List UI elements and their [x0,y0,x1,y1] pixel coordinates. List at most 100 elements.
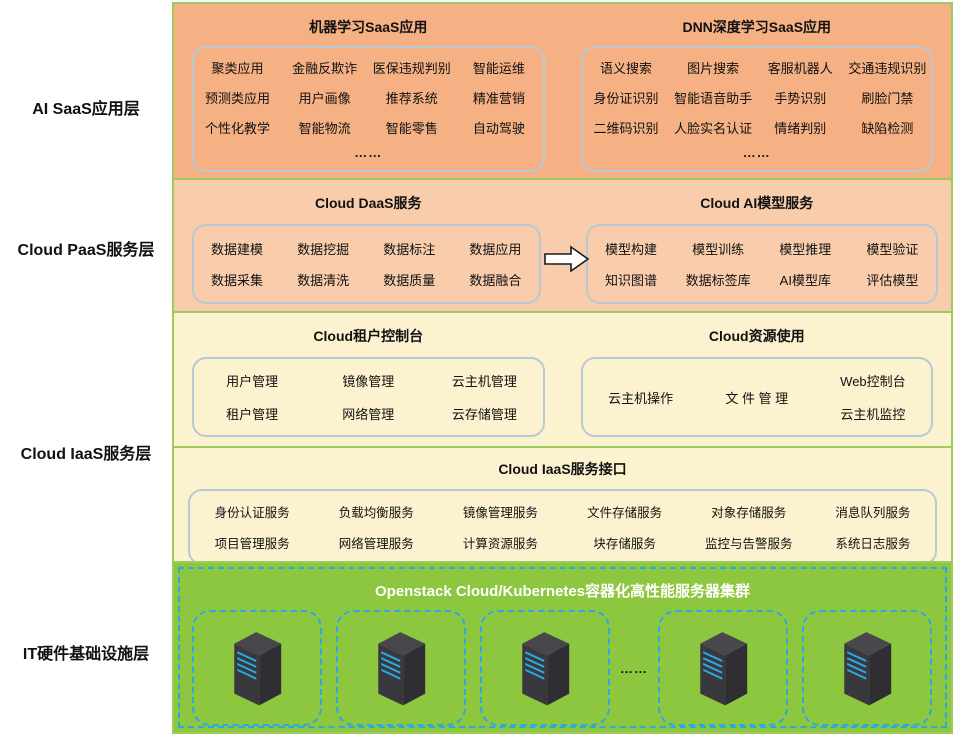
server-icon [234,632,282,706]
app-item: 交通违规识别 [848,61,927,76]
app-item: 聚类应用 [211,61,264,76]
service-item: 数据融合 [469,273,522,289]
service-item: 模型验证 [866,241,919,257]
section-iaas-api: Cloud IaaS服务接口 身份认证服务 负载均衡服务 镜像管理服务 文件存储… [172,446,953,565]
ellipsis-label: …… [620,660,648,676]
section-hardware: Openstack Cloud/Kubernetes容器化高性能服务器集群 [172,561,953,734]
layer-label-cloud-paas: Cloud PaaS服务层 [17,242,155,259]
service-item: 云主机管理 [451,374,517,389]
service-item: 云存储管理 [451,407,517,422]
app-item: 语义搜索 [600,61,653,76]
service-item: 模型训练 [692,241,745,257]
app-item: 缺陷检测 [861,121,914,136]
service-item: 数据清洗 [297,273,350,289]
service-item: 用户管理 [226,374,279,389]
daas-group: Cloud DaaS服务 数据建模 数据挖掘 数据标注 数据应用 数据采集 数据… [174,180,563,311]
tenant-console-title: Cloud租户控制台 [313,328,424,344]
app-item: 自动驾驶 [472,121,525,136]
ai-model-items-row1: 模型构建 模型训练 模型推理 模型验证 [588,239,937,258]
ai-model-items-row2: 知识图谱 数据标签库 AI模型库 评估模型 [588,270,937,289]
dnn-saas-title: DNN深度学习SaaS应用 [682,19,832,35]
service-item: 系统日志服务 [835,537,911,551]
app-item: 智能运维 [472,61,525,76]
dnn-saas-box: 语义搜索 图片搜索 客服机器人 交通违规识别 身份证识别 智能语音助手 手势识别… [580,46,933,172]
ml-saas-box: 聚类应用 金融反欺诈 医保违规判别 智能运维 预测类应用 用户画像 推荐系统 精… [192,46,545,172]
server-slot [658,610,788,726]
hardware-cluster-title: Openstack Cloud/Kubernetes容器化高性能服务器集群 [374,583,751,600]
service-item: 网络管理服务 [338,537,414,551]
service-item: 镜像管理服务 [462,506,538,520]
iaas-api-box: 身份认证服务 负载均衡服务 镜像管理服务 文件存储服务 对象存储服务 消息队列服… [188,489,937,565]
resource-usage-box: 云主机操作 文 件 管 理 Web控制台 云主机监控 [580,357,933,437]
app-item: 预测类应用 [205,91,271,106]
server-icon [700,632,748,706]
ai-model-group: Cloud AI模型服务 模型构建 模型训练 模型推理 模型验证 知识图谱 数据… [563,180,952,311]
app-item: 医保违规判别 [372,61,451,76]
app-item: 图片搜索 [687,61,740,76]
app-item: 情绪判别 [774,121,827,136]
server-slot [192,610,322,726]
server-slot [336,610,466,726]
app-item: 智能语音助手 [674,91,753,106]
app-item: 客服机器人 [767,61,833,76]
daas-items-row2: 数据采集 数据清洗 数据质量 数据融合 [194,270,539,289]
flow-arrow-icon [543,244,591,274]
service-item: 数据挖掘 [297,241,350,257]
iaas-api-items: 身份认证服务 负载均衡服务 镜像管理服务 文件存储服务 对象存储服务 消息队列服… [190,491,935,563]
service-item: AI模型库 [779,273,831,289]
service-item: 计算资源服务 [462,537,538,551]
ellipsis-label: …… [354,145,383,160]
service-item: 知识图谱 [605,273,658,289]
app-item: 人脸实名认证 [674,121,753,136]
service-item: 数据采集 [211,273,264,289]
server-icon [844,632,892,706]
service-item: 云主机操作 [608,390,674,406]
service-item: 对象存储服务 [711,506,787,520]
app-item: 二维码识别 [593,121,659,136]
service-item: 模型构建 [605,241,658,257]
service-item: 数据应用 [469,241,522,257]
iaas-api-title: Cloud IaaS服务接口 [498,461,627,477]
service-item: 监控与告警服务 [704,537,793,551]
app-item: 个性化教学 [205,121,271,136]
diagram-body: 机器学习SaaS应用 聚类应用 金融反欺诈 医保违规判别 智能运维 预测类应用 … [172,2,953,734]
daas-box: 数据建模 数据挖掘 数据标注 数据应用 数据采集 数据清洗 数据质量 数据融合 [192,224,541,304]
resource-usage-items: 云主机操作 文 件 管 理 Web控制台 云主机监控 [583,359,932,435]
dnn-saas-group: DNN深度学习SaaS应用 语义搜索 图片搜索 客服机器人 交通违规识别 身份证… [563,4,952,178]
app-item: 智能物流 [298,121,351,136]
layer-label-it-hardware: IT硬件基础设施层 [22,646,150,663]
app-item: 智能零售 [385,121,438,136]
tenant-console-box: 用户管理 镜像管理 云主机管理 租户管理 网络管理 云存储管理 [192,357,545,437]
app-item: 用户画像 [298,91,351,106]
server-icon [522,632,570,706]
ml-saas-items: 聚类应用 金融反欺诈 医保违规判别 智能运维 预测类应用 用户画像 推荐系统 精… [194,58,543,137]
service-item: 文件存储服务 [587,506,663,520]
server-slot [480,610,610,726]
ai-model-title: Cloud AI模型服务 [700,195,814,211]
service-item: 租户管理 [226,407,279,422]
app-item: 金融反欺诈 [292,61,358,76]
layer-label-ai-saas: AI SaaS应用层 [32,101,140,118]
service-item: 数据标注 [383,241,436,257]
tenant-console-group: Cloud租户控制台 用户管理 镜像管理 云主机管理 租户管理 网络管理 云存储… [174,313,563,446]
daas-title: Cloud DaaS服务 [314,195,422,211]
service-item: 项目管理服务 [214,537,290,551]
server-icon [378,632,426,706]
ml-saas-title: 机器学习SaaS应用 [309,19,428,35]
section-cloud-paas: Cloud DaaS服务 数据建模 数据挖掘 数据标注 数据应用 数据采集 数据… [172,178,953,313]
ai-model-box: 模型构建 模型训练 模型推理 模型验证 知识图谱 数据标签库 AI模型库 评估模… [585,224,938,304]
resource-usage-stack: Web控制台 云主机监控 [815,371,931,423]
app-item: 手势识别 [774,91,827,106]
server-slots-row: …… [192,610,945,726]
tenant-console-items: 用户管理 镜像管理 云主机管理 租户管理 网络管理 云存储管理 [194,359,543,435]
service-item: 云主机监控 [840,407,906,422]
layer-label-cloud-iaas: Cloud IaaS服务层 [20,446,152,463]
service-item: 块存储服务 [593,537,656,551]
app-item: 刷脸门禁 [861,91,914,106]
ellipsis-label: …… [742,145,771,160]
service-item: 数据质量 [383,273,436,289]
resource-usage-title: Cloud资源使用 [708,328,805,344]
section-ai-saas: 机器学习SaaS应用 聚类应用 金融反欺诈 医保违规判别 智能运维 预测类应用 … [172,2,953,180]
section-iaas-console: Cloud租户控制台 用户管理 镜像管理 云主机管理 租户管理 网络管理 云存储… [172,311,953,448]
